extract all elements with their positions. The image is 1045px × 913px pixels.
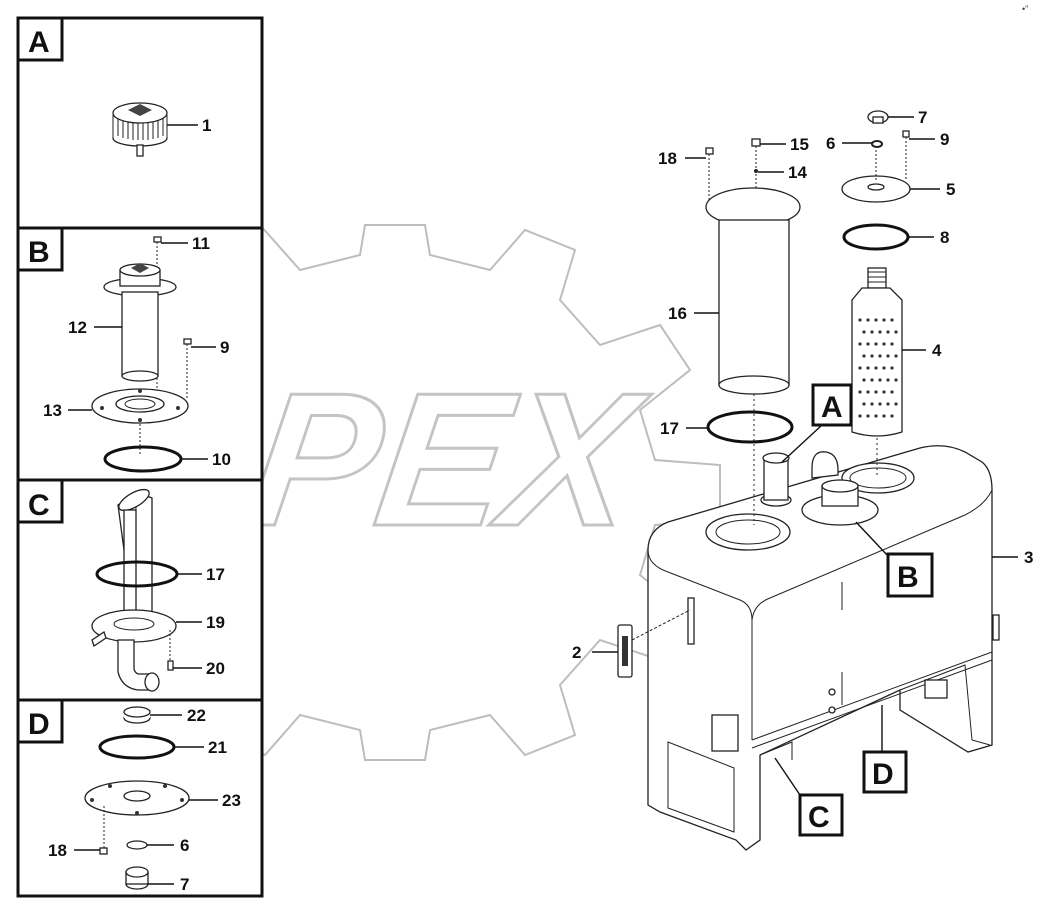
corner-mark: •" [1022, 4, 1028, 14]
part-label-7: 7 [918, 108, 927, 127]
part-label-16: 16 [668, 304, 687, 323]
part-label-19: 19 [206, 613, 225, 632]
part-label-11: 11 [192, 234, 210, 253]
callout-a: A [821, 391, 843, 424]
callouts: A B C D [774, 383, 934, 837]
exploded-parts [705, 110, 911, 525]
panel-b: B 11 [16, 226, 264, 482]
part-label-10: 10 [212, 450, 231, 469]
part-label-14: 14 [788, 163, 807, 182]
part-label-6: 6 [826, 134, 835, 153]
part-label-12: 12 [68, 318, 87, 337]
part-label-2: 2 [572, 643, 581, 662]
breather-cap-drawing [112, 102, 168, 157]
part-label-18: 18 [658, 149, 677, 168]
part-label-15: 15 [790, 135, 809, 154]
part-label-9-b: 9 [220, 338, 229, 357]
part-label-20: 20 [206, 659, 225, 678]
part-label-8: 8 [940, 228, 949, 247]
part-label-13: 13 [43, 401, 62, 420]
panel-a: A 1 [16, 16, 264, 230]
drain-assembly-drawing [84, 706, 190, 890]
part-label-17-c: 17 [206, 565, 225, 584]
main-labels: 18 15 14 16 17 6 7 9 5 8 4 3 2 [572, 108, 1033, 662]
part-label-1: 1 [202, 116, 211, 135]
part-label-3: 3 [1024, 548, 1033, 567]
part-label-23: 23 [222, 791, 241, 810]
callout-d: D [872, 758, 894, 791]
filler-assembly-drawing [91, 236, 192, 473]
part-label-4: 4 [932, 341, 942, 360]
part-label-9: 9 [940, 130, 949, 149]
callout-b: B [897, 561, 919, 594]
panel-a-tag: A [28, 26, 50, 59]
suction-pipe-drawing [91, 488, 179, 692]
filter-perforation [858, 318, 898, 418]
part-label-5: 5 [946, 180, 955, 199]
panel-c: C 17 19 20 [16, 478, 264, 702]
part-label-22: 22 [187, 706, 206, 725]
part-label-18-d: 18 [48, 841, 67, 860]
part-label-17: 17 [660, 419, 679, 438]
panel-b-tag: B [28, 236, 50, 269]
panel-c-tag: C [28, 489, 50, 522]
hydraulic-tank-drawing [617, 445, 1000, 851]
panel-d-tag: D [28, 708, 50, 741]
panel-d: D 22 21 23 18 6 7 [16, 698, 264, 898]
part-label-7-d: 7 [180, 875, 189, 894]
callout-c: C [808, 801, 830, 834]
part-label-6-d: 6 [180, 836, 189, 855]
part-label-21: 21 [208, 738, 227, 757]
